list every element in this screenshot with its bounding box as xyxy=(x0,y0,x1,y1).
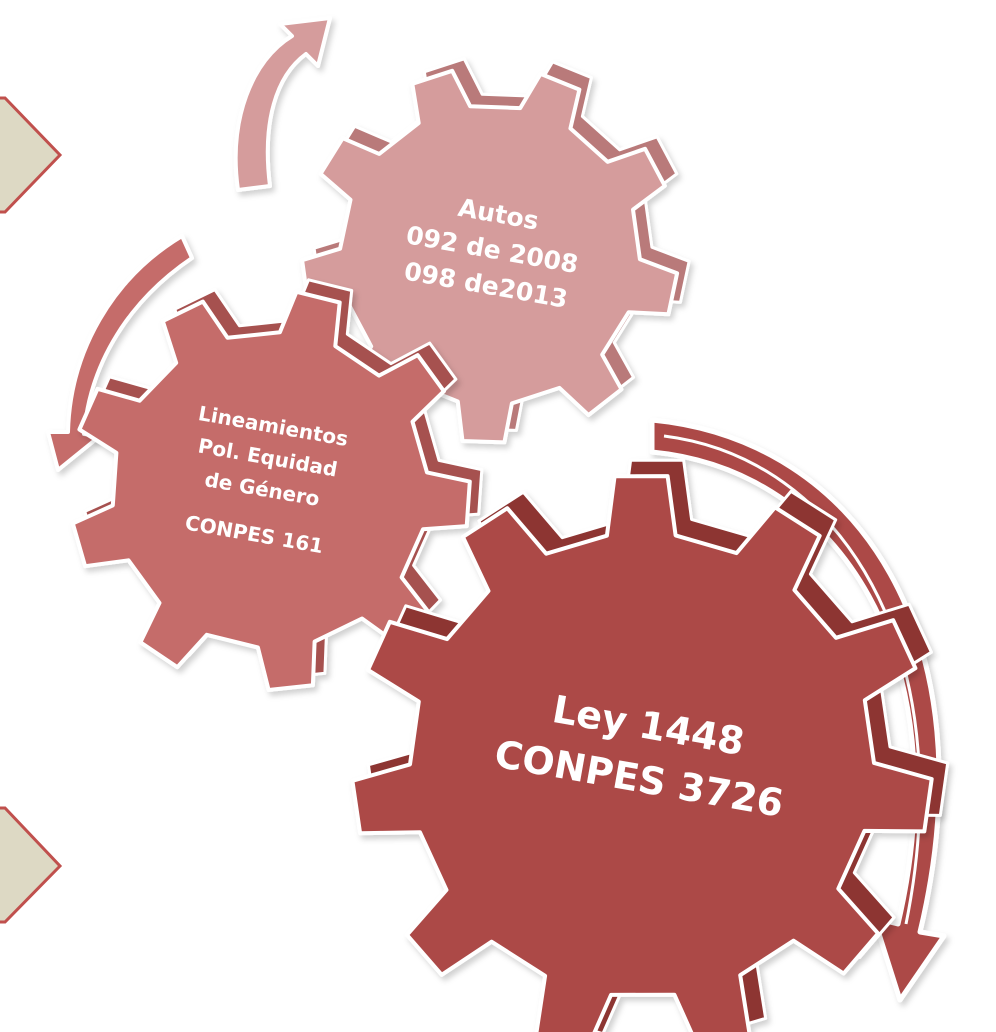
side-panel-bottom xyxy=(0,806,63,924)
gear-ley-face xyxy=(350,474,934,1032)
side-panel-top xyxy=(0,96,63,214)
gear-lineamientos xyxy=(70,278,484,692)
gear-autos xyxy=(300,57,691,445)
gear-autos-face xyxy=(300,68,680,445)
arrow-top-curved xyxy=(233,16,332,192)
arrow-left-curved xyxy=(46,234,194,472)
gear-ley xyxy=(350,458,950,1032)
